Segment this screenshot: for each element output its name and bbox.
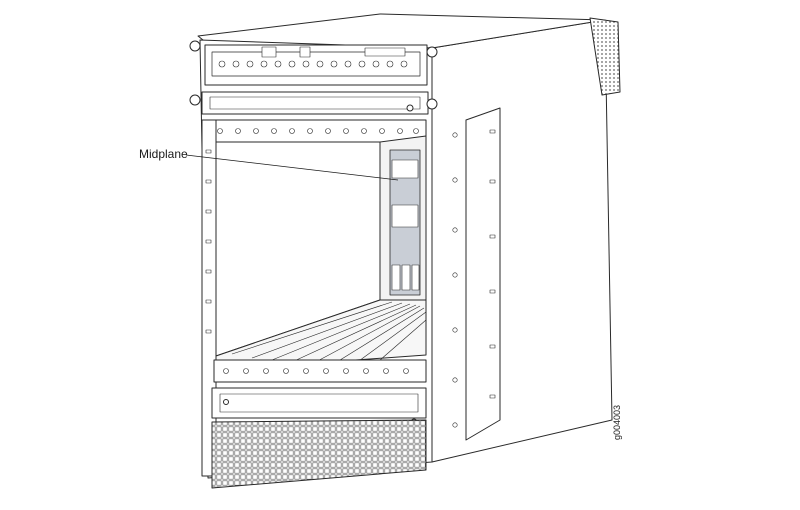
figure-id-label: g004003 <box>612 404 622 440</box>
midplane-label: Midplane <box>139 147 188 161</box>
air-intake-mesh <box>211 419 427 489</box>
left-rail-holes <box>205 149 212 334</box>
card-cage-top-rail <box>209 119 427 143</box>
rear-vent <box>589 17 621 96</box>
card-cage-top-screws <box>217 128 419 134</box>
slot-guides <box>231 301 427 368</box>
card-cage-bottom-rail <box>213 359 427 383</box>
right-mounting-flange <box>465 107 501 441</box>
right-flange-holes <box>489 129 496 399</box>
side-panel-holes <box>452 132 458 428</box>
chassis-side-panel <box>431 19 613 463</box>
card-cage-bottom-screws <box>223 368 409 374</box>
midplane-callout-line <box>185 154 399 181</box>
midplane-connectors <box>391 159 420 291</box>
craft-interface-leds <box>218 46 408 68</box>
